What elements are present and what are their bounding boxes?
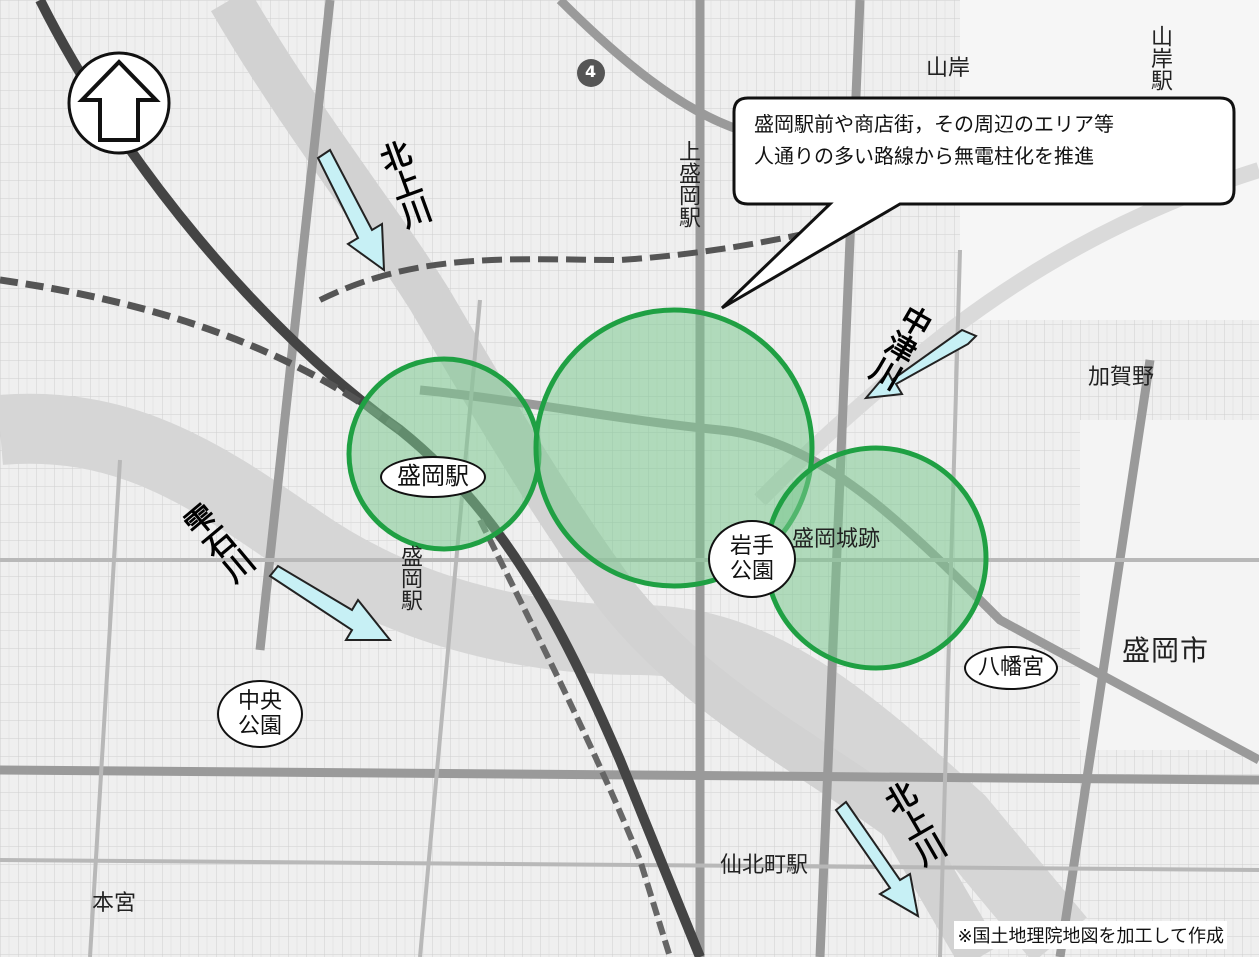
motomiya-label: 本宮 [92,891,137,916]
callout-text: 盛岡駅前や商店街，その周辺のエリア等 人通りの多い路線から無電柱化を推進 [754,108,1214,172]
zone-castle [763,445,989,671]
zone-station [346,356,542,552]
kami-morioka-station-label: 上盛岡駅 [675,140,700,228]
central-park-label: 中央 公園 [217,680,303,748]
iwate-park-label: 岩手 公園 [708,520,796,598]
callout-line-1: 盛岡駅前や商店街，その周辺のエリア等 [754,112,1114,136]
morioka-city-label: 盛岡市 [1122,634,1210,667]
yamagishi-station-label: 山岸駅 [1147,25,1172,91]
zone-shopping-street [533,307,815,589]
castle-ruins-label: 盛岡城跡 [792,527,881,552]
hachimangu-label: 八幡宮 [964,646,1058,690]
source-credit: ※国土地理院地図を加工して作成 [954,921,1227,949]
morioka-station-map-label: 盛岡駅 [397,545,422,611]
route-marker [577,59,605,87]
shizukuishi-river [0,393,1087,957]
railway-line [0,276,403,433]
kagano-label: 加賀野 [1088,365,1155,390]
callout-line-2: 人通りの多い路線から無電柱化を推進 [754,144,1094,168]
senboku-station-label: 仙北町駅 [720,853,809,878]
river-flow-arrow-icon [268,148,978,918]
yamada-line [318,227,821,303]
target-zones [346,307,989,671]
hill-area-east [1080,420,1259,750]
morioka-station-label: 盛岡駅 [380,456,486,498]
north-arrow-icon [67,51,171,155]
route-number-label: 4 [585,62,597,81]
iwate-galaxy-railway [477,518,673,957]
speech-callout [720,96,1236,310]
yamagishi-label: 山岸 [926,56,971,81]
